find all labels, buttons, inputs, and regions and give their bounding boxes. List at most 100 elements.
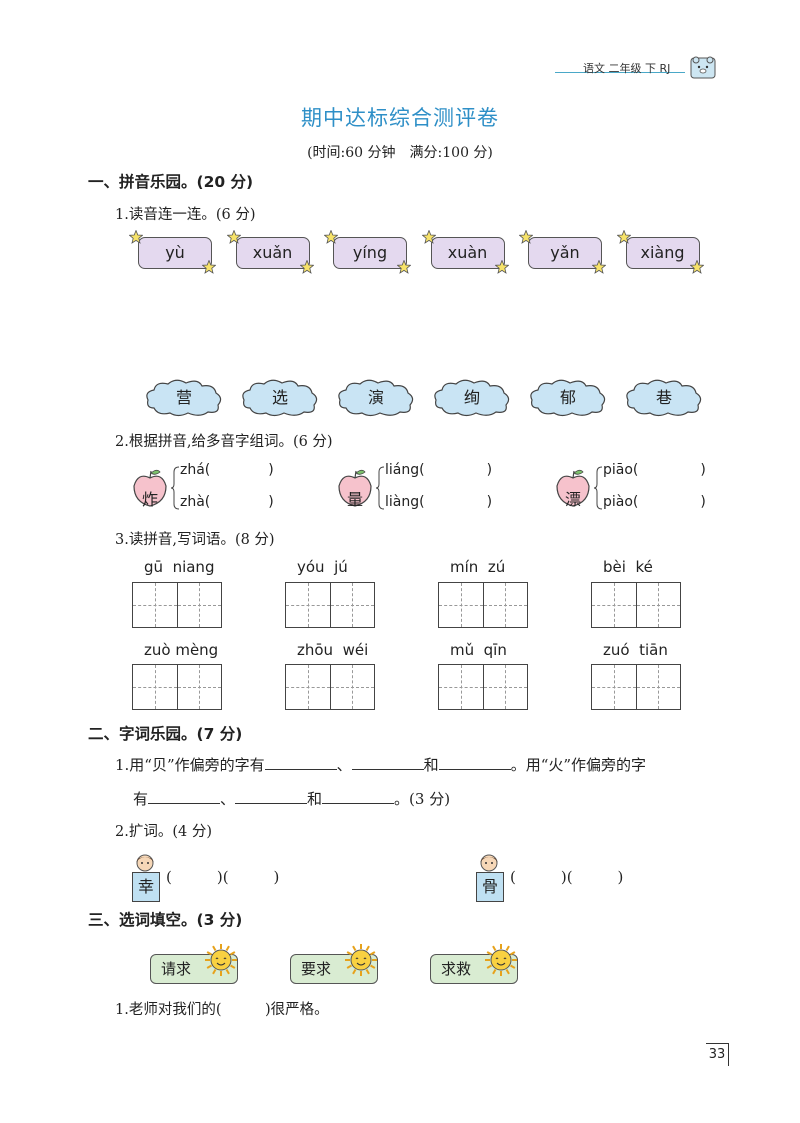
polyphone-pinyin: zhá( [180, 462, 211, 478]
writing-grid[interactable] [285, 664, 375, 710]
pinyin-card[interactable]: yù [138, 237, 212, 269]
polyphone-pinyin: liàng( [385, 494, 425, 510]
star-icon [299, 260, 314, 274]
grid-pinyin: yóu jú [297, 558, 348, 576]
grid-pinyin: zhōu wéi [297, 641, 369, 659]
grid-pinyin: mín zú [450, 558, 506, 576]
star-icon [226, 230, 241, 244]
answer-blank[interactable] [148, 789, 221, 804]
conjunction: 和 [307, 790, 323, 808]
answer-blank[interactable] [322, 789, 395, 804]
sun-icon [485, 944, 517, 976]
star-icon [129, 230, 143, 244]
grid-cell[interactable] [330, 583, 375, 627]
answer-blank[interactable] [351, 755, 424, 770]
separator: 、 [220, 790, 236, 808]
grid-cell[interactable] [286, 665, 331, 709]
kid-icon [480, 854, 498, 872]
writing-grid[interactable] [438, 664, 528, 710]
grid-cell[interactable] [133, 583, 178, 627]
q2-label: 2.根据拼音,给多音字组词。(6 分) [115, 434, 333, 450]
star-icon [494, 260, 509, 274]
cloud-char[interactable]: 巷 [655, 388, 672, 407]
polyphone-pinyin: liáng( [385, 462, 425, 478]
grid-pinyin: zuó tiān [603, 641, 668, 659]
cloud-char[interactable]: 选 [271, 388, 288, 407]
grid-cell[interactable] [177, 583, 222, 627]
brace-icon [170, 466, 180, 510]
writing-grid[interactable] [591, 582, 681, 628]
expand-brackets-1[interactable]: ( )( ) [166, 868, 280, 886]
polyphone-line: liàng() [385, 494, 492, 510]
star-icon [202, 260, 216, 274]
page-title: 期中达标综合测评卷 [301, 106, 499, 130]
pinyin-card[interactable]: xuǎn [235, 237, 310, 269]
polyphone-line: zhá() [180, 462, 274, 478]
page-subtitle: (时间:60 分钟 满分:100 分) [307, 145, 493, 161]
expand-char-2: 骨 [476, 872, 504, 902]
star-icon [324, 230, 338, 244]
writing-grid[interactable] [132, 664, 222, 710]
star-icon [689, 260, 704, 274]
apple-icon [338, 469, 372, 507]
writing-grid[interactable] [591, 664, 681, 710]
star-icon [397, 260, 411, 274]
grid-cell[interactable] [483, 583, 528, 627]
close-paren: ) [486, 462, 493, 478]
answer-blank[interactable] [264, 755, 337, 770]
polyphone-char: 炸 [141, 490, 158, 509]
writing-grid[interactable] [438, 582, 528, 628]
close-paren: ) [700, 494, 706, 510]
answer-blank[interactable] [235, 789, 308, 804]
expand-char-1: 幸 [132, 872, 160, 902]
cloud-char[interactable]: 演 [367, 388, 384, 407]
s2q1-line2-text-a: 有 [133, 790, 149, 808]
grid-cell[interactable] [439, 665, 484, 709]
grid-cell[interactable] [177, 665, 222, 709]
pinyin-card[interactable]: yǎn [528, 237, 602, 269]
grid-cell[interactable] [439, 583, 484, 627]
grid-cell[interactable] [592, 583, 637, 627]
grid-pinyin: bèi ké [603, 558, 653, 576]
star-icon [616, 230, 631, 244]
s2q1-line1-text-b: 。用“火”作偏旁的字 [510, 756, 647, 774]
polyphone-pinyin: piāo( [603, 462, 639, 478]
header-rule [555, 72, 685, 73]
grid-cell[interactable] [330, 665, 375, 709]
cloud-icon [338, 379, 414, 417]
s2q2-label: 2.扩词。(4 分) [115, 824, 212, 840]
writing-grid[interactable] [285, 582, 375, 628]
answer-blank[interactable] [438, 755, 511, 770]
pinyin-card[interactable]: yíng [333, 237, 407, 269]
pinyin-card[interactable]: xiàng [625, 237, 700, 269]
grid-cell[interactable] [592, 665, 637, 709]
grid-cell[interactable] [483, 665, 528, 709]
s3-q1: 1.老师对我们的( )很严格。 [115, 1002, 329, 1018]
grid-cell[interactable] [636, 583, 681, 627]
expand-brackets-2[interactable]: ( )( ) [510, 868, 624, 886]
s2q1-line2: 有 、 和 。(3 分) [133, 788, 450, 809]
star-icon [421, 230, 436, 244]
s2q1-line2-text-b: 。(3 分) [394, 790, 451, 808]
cloud-icon [434, 379, 510, 417]
cloud-icon [530, 379, 606, 417]
polyphone-line: zhà() [180, 494, 274, 510]
polyphone-pinyin: zhà( [180, 494, 211, 510]
writing-grid[interactable] [132, 582, 222, 628]
cloud-char[interactable]: 营 [175, 388, 192, 407]
pinyin-card[interactable]: xuàn [430, 237, 505, 269]
apple-icon [556, 469, 590, 507]
s2q1-line1-text-a: 1.用“贝”作偏旁的字有 [115, 756, 265, 774]
grid-cell[interactable] [286, 583, 331, 627]
grid-pinyin: zuò mèng [144, 641, 219, 659]
grid-cell[interactable] [636, 665, 681, 709]
section-3-title: 三、选词填空。(3 分) [88, 911, 243, 929]
polyphone-pinyin: piào( [603, 494, 639, 510]
cloud-char[interactable]: 绚 [463, 388, 480, 407]
page-number: 33 [706, 1043, 729, 1066]
grid-cell[interactable] [133, 665, 178, 709]
sun-icon [205, 944, 237, 976]
section-2-title: 二、字词乐园。(7 分) [88, 725, 243, 743]
cloud-char[interactable]: 郁 [559, 388, 576, 407]
q1-label: 1.读音连一连。(6 分) [115, 207, 256, 223]
